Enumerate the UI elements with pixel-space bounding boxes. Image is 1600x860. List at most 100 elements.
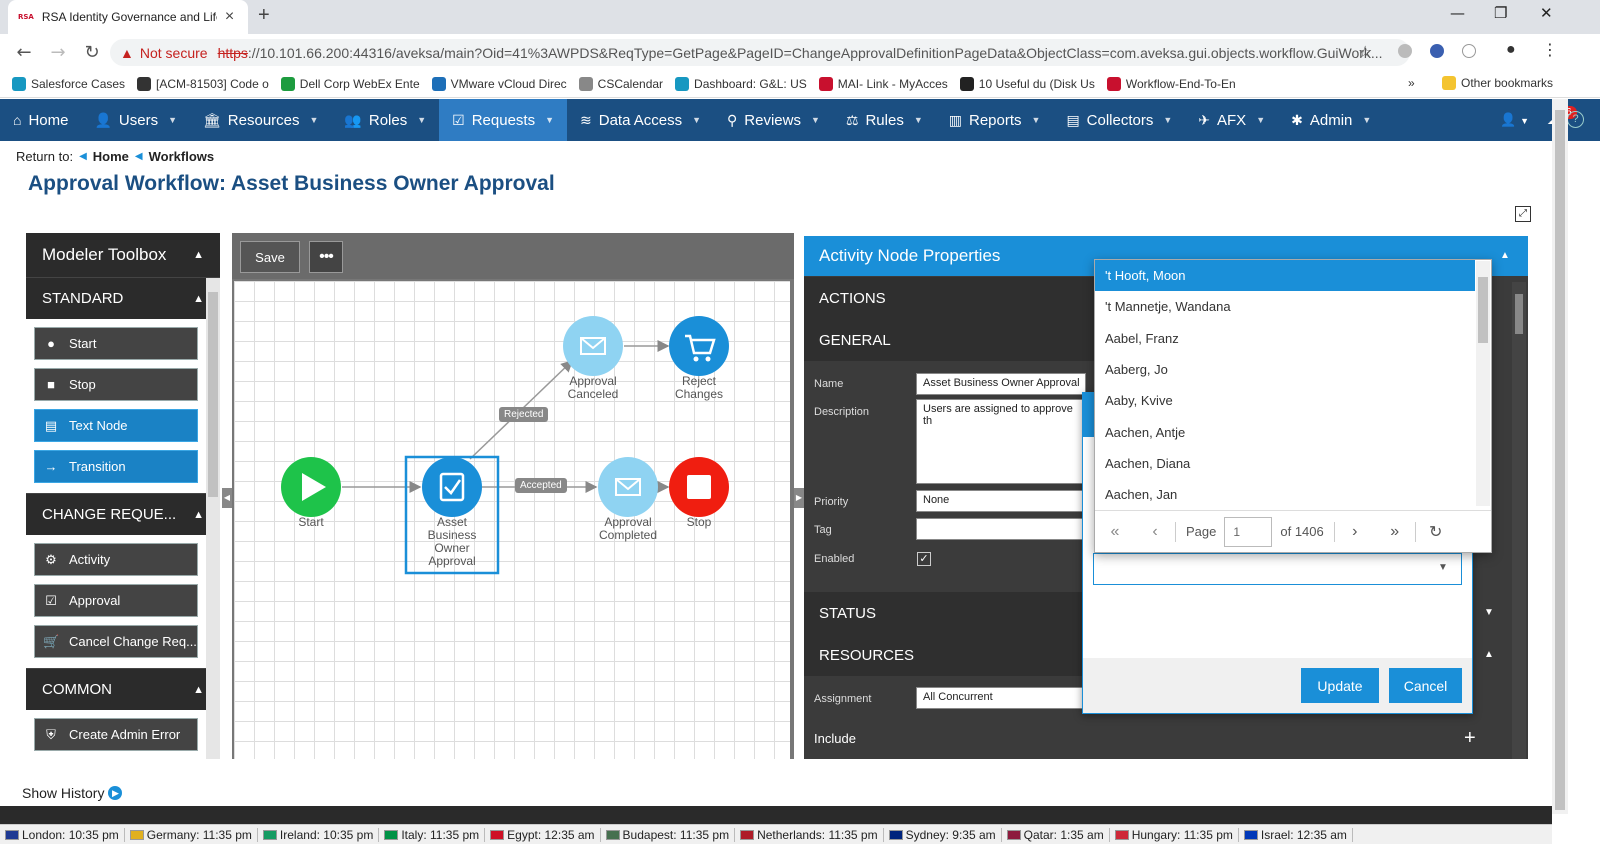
page-scroll-thumb[interactable] bbox=[1555, 110, 1565, 810]
bookmark-star-icon[interactable]: ☆ bbox=[1358, 44, 1373, 61]
extension-icon-2[interactable] bbox=[1462, 44, 1476, 58]
close-tab-icon[interactable]: × bbox=[224, 8, 235, 25]
bookmark-item[interactable]: 10 Useful du (Disk Us bbox=[959, 76, 1095, 91]
maximize-icon[interactable]: ❐ bbox=[1494, 4, 1508, 22]
enabled-checkbox[interactable]: ✓ bbox=[917, 552, 931, 566]
tool-transition[interactable]: →Transition bbox=[34, 450, 198, 483]
bookmark-item[interactable]: CSCalendar bbox=[578, 76, 663, 91]
toolbox-header[interactable]: Modeler Toolbox▲ bbox=[26, 233, 220, 277]
toolbox-scroll-thumb[interactable] bbox=[208, 292, 218, 497]
url-bar[interactable]: ▲ Not secure https://10.101.66.200:44316… bbox=[110, 39, 1410, 66]
list-item[interactable]: 't Hooft, Moon bbox=[1095, 260, 1475, 291]
properties-scroll-thumb[interactable] bbox=[1515, 294, 1523, 334]
bookmark-item[interactable]: [ACM-81503] Code o bbox=[137, 76, 269, 91]
section-general[interactable]: GENERAL bbox=[804, 319, 1094, 361]
assignment-select[interactable]: All Concurrent bbox=[916, 687, 1086, 709]
edge-label-accepted[interactable]: Accepted bbox=[515, 478, 567, 493]
first-page-icon[interactable]: « bbox=[1110, 522, 1120, 540]
collapse-icon[interactable]: ▲ bbox=[1500, 250, 1510, 261]
tool-approval[interactable]: ☑Approval bbox=[34, 584, 198, 617]
collapse-icon[interactable]: ▲ bbox=[193, 683, 204, 696]
forward-icon[interactable]: → bbox=[50, 41, 66, 63]
page-number-input[interactable]: 1 bbox=[1224, 516, 1273, 547]
nav-reviews[interactable]: ⚲Reviews▼ bbox=[727, 111, 820, 129]
cancel-button[interactable]: Cancel bbox=[1389, 668, 1462, 703]
expand-icon[interactable]: ▼ bbox=[1484, 607, 1494, 618]
list-item[interactable]: 't Mannetje, Wandana bbox=[1105, 299, 1231, 314]
toolbox-section-common[interactable]: COMMON▲ bbox=[26, 668, 220, 710]
bookmark-item[interactable]: MAI- Link - MyAcces bbox=[818, 76, 948, 91]
browser-tab[interactable]: RSA RSA Identity Governance and Lifecycl… bbox=[8, 0, 248, 34]
bookmark-item[interactable]: VMware vCloud Direc bbox=[431, 76, 567, 91]
profile-icon[interactable]: ● bbox=[1506, 41, 1516, 58]
collapse-left-icon[interactable]: ◀ bbox=[222, 488, 232, 508]
tool-activity[interactable]: ⚙Activity bbox=[34, 543, 198, 576]
globe-extension-icon[interactable] bbox=[1430, 44, 1444, 58]
tool-cancel-change-request[interactable]: 🛒Cancel Change Req... bbox=[34, 625, 198, 658]
nav-afx[interactable]: ✈AFX▼ bbox=[1198, 111, 1266, 129]
collapse-icon[interactable]: ▲ bbox=[193, 508, 204, 521]
bookmark-item[interactable]: Salesforce Cases bbox=[12, 76, 125, 91]
refresh-icon[interactable]: ↻ bbox=[1429, 523, 1443, 541]
tool-text-node[interactable]: ▤Text Node bbox=[34, 409, 198, 442]
new-tab-icon[interactable]: + bbox=[258, 4, 270, 26]
last-page-icon[interactable]: » bbox=[1390, 522, 1400, 540]
nav-admin[interactable]: ✱Admin▼ bbox=[1291, 111, 1372, 129]
section-status[interactable]: STATUS bbox=[804, 592, 1094, 634]
toolbox-section-change-request[interactable]: CHANGE REQUE...▲ bbox=[26, 493, 220, 535]
nav-collectors[interactable]: ▤Collectors▼ bbox=[1066, 111, 1173, 129]
next-page-icon[interactable]: › bbox=[1352, 522, 1358, 540]
list-item[interactable]: Aachen, Jan bbox=[1105, 487, 1178, 502]
nav-reports[interactable]: ▥Reports▼ bbox=[948, 111, 1041, 129]
save-button[interactable]: Save bbox=[240, 241, 300, 273]
breadcrumb-home[interactable]: Home bbox=[92, 149, 129, 164]
list-item[interactable]: Aaby, Kvive bbox=[1105, 393, 1173, 408]
reject-changes-node[interactable] bbox=[669, 316, 729, 376]
minimize-icon[interactable]: — bbox=[1450, 4, 1465, 22]
nav-roles[interactable]: 👥Roles▼ bbox=[344, 111, 427, 129]
extension-icon[interactable] bbox=[1398, 44, 1412, 58]
collapse-right-icon[interactable]: ▶ bbox=[794, 488, 804, 508]
back-icon[interactable]: ← bbox=[16, 41, 32, 63]
bookmark-item[interactable]: Workflow-End-To-En bbox=[1106, 76, 1236, 91]
priority-select[interactable]: None bbox=[916, 490, 1086, 512]
edge-label-rejected[interactable]: Rejected bbox=[499, 407, 549, 422]
collapse-icon[interactable]: ▲ bbox=[193, 249, 204, 261]
tag-field[interactable] bbox=[916, 518, 1086, 540]
nav-resources[interactable]: 🏛Resources▼ bbox=[203, 111, 319, 129]
chevron-down-icon[interactable]: ▼ bbox=[1438, 562, 1448, 573]
description-field[interactable]: Users are assigned to approve th bbox=[916, 399, 1086, 484]
user-combobox[interactable] bbox=[1093, 553, 1462, 585]
nav-home[interactable]: ⌂Home bbox=[13, 111, 69, 129]
list-item[interactable]: Aabel, Franz bbox=[1105, 331, 1179, 346]
tool-create-admin-error[interactable]: ⛨Create Admin Error bbox=[34, 718, 198, 751]
nav-users[interactable]: 👤Users▼ bbox=[94, 111, 178, 129]
approval-node[interactable] bbox=[422, 457, 482, 517]
other-bookmarks[interactable]: Other bookmarks bbox=[1442, 76, 1553, 90]
list-item[interactable]: Aachen, Diana bbox=[1105, 456, 1191, 471]
collapse-icon[interactable]: ▲ bbox=[1484, 649, 1494, 660]
breadcrumb-workflows[interactable]: Workflows bbox=[148, 149, 215, 164]
section-resources[interactable]: RESOURCES bbox=[804, 634, 1094, 676]
collapse-icon[interactable]: ▲ bbox=[193, 292, 204, 305]
approval-canceled-node[interactable] bbox=[563, 316, 623, 376]
more-options-button[interactable]: ••• bbox=[309, 241, 343, 273]
bookmark-item[interactable]: Dell Corp WebEx Ente bbox=[280, 76, 420, 91]
update-button[interactable]: Update bbox=[1301, 668, 1379, 703]
approval-completed-node[interactable] bbox=[598, 457, 658, 517]
bookmarks-overflow[interactable]: » bbox=[1408, 76, 1415, 90]
name-field[interactable]: Asset Business Owner Approval bbox=[916, 373, 1086, 395]
tool-stop[interactable]: ■Stop bbox=[34, 368, 198, 401]
list-item[interactable]: Aaberg, Jo bbox=[1105, 362, 1168, 377]
bookmark-item[interactable]: Dashboard: G&L: US bbox=[675, 76, 807, 91]
list-item[interactable]: Aachen, Antje bbox=[1105, 425, 1186, 440]
tool-start[interactable]: ●Start bbox=[34, 327, 198, 360]
properties-scrollbar[interactable] bbox=[1512, 282, 1526, 759]
dropdown-scroll-thumb[interactable] bbox=[1478, 277, 1488, 343]
browser-menu-icon[interactable]: ⋮ bbox=[1542, 42, 1558, 59]
reload-icon[interactable]: ↻ bbox=[84, 41, 100, 63]
add-icon[interactable]: + bbox=[1464, 727, 1476, 749]
prev-page-icon[interactable]: ‹ bbox=[1152, 522, 1158, 540]
nav-data-access[interactable]: ≋Data Access▼ bbox=[580, 111, 702, 129]
section-actions[interactable]: ACTIONS bbox=[804, 277, 1094, 319]
